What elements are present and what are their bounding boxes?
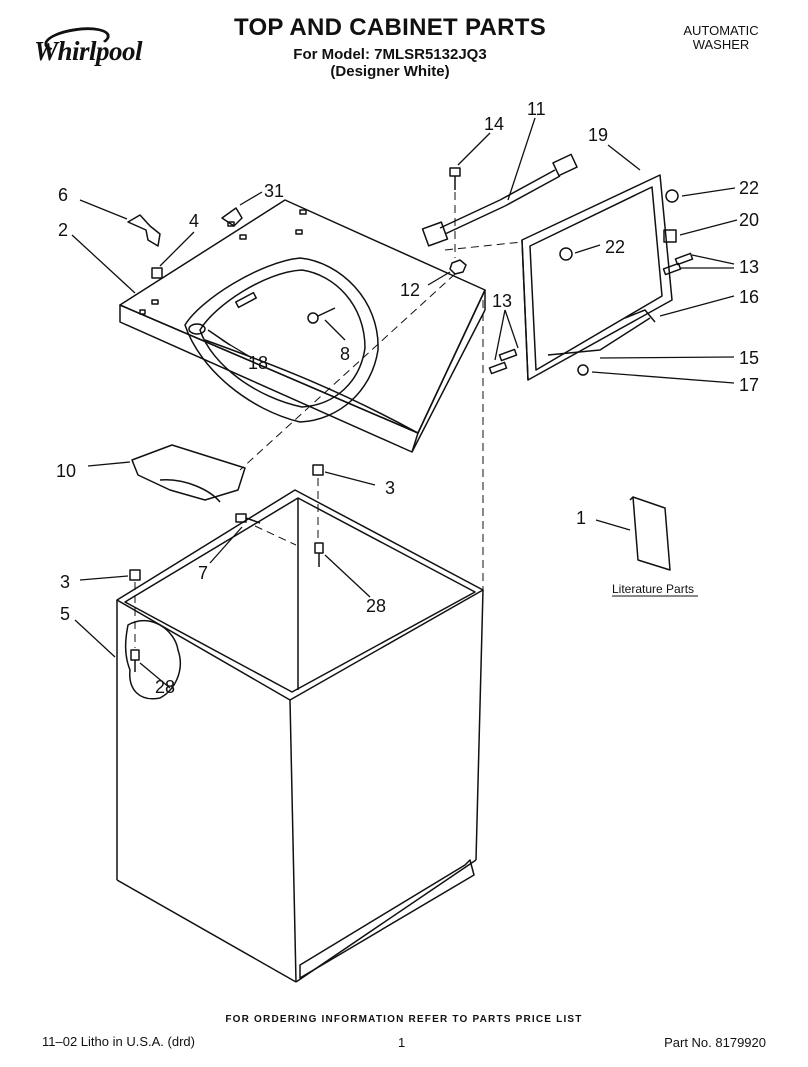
machine-line-1: AUTOMATIC: [683, 23, 759, 38]
screw-13-left-b: [488, 361, 508, 375]
callout-3-lower: 3: [60, 572, 70, 592]
callout-6: 6: [58, 185, 68, 205]
machine-type: AUTOMATIC WASHER: [660, 24, 782, 52]
callout-14: 14: [484, 114, 504, 134]
assembly-lines: [134, 192, 523, 648]
clip-part-3-upper: [312, 464, 324, 476]
tub-ring-edge: [204, 339, 419, 434]
bracket-part-10-curve: [159, 479, 221, 503]
callout-3-upper: 3: [385, 478, 395, 498]
part-22-lower: [559, 247, 573, 261]
harness-part-15: [547, 317, 651, 356]
callout-8: 8: [340, 344, 350, 364]
callout-15: 15: [739, 348, 759, 368]
model-info: For Model: 7MLSR5132JQ3 (Designer White): [240, 46, 540, 80]
part-22-upper: [665, 189, 679, 203]
screw-14: [449, 167, 461, 190]
console-frame-part: [521, 174, 673, 381]
literature-booklet: [629, 496, 671, 571]
screw-7: [235, 513, 261, 524]
callout-7: 7: [198, 563, 208, 583]
machine-line-2: WASHER: [692, 37, 750, 52]
screw-13-right-b: [662, 262, 682, 276]
callout-12: 12: [400, 280, 420, 300]
callout-11: 11: [527, 99, 546, 119]
callout-17: 17: [739, 375, 759, 395]
callout-22-upper: 22: [739, 178, 759, 198]
model-line: For Model: 7MLSR5132JQ3: [293, 46, 487, 63]
callout-20: 20: [739, 210, 759, 230]
screw-28-lower: [130, 649, 140, 672]
nut-12: [449, 259, 467, 275]
literature-parts-label: Literature Parts: [612, 582, 694, 596]
callout-28-upper: 28: [366, 596, 386, 616]
part-17: [577, 364, 589, 376]
screw-8: [307, 307, 336, 324]
leader-lines: [71, 117, 738, 689]
ordering-note: FOR ORDERING INFORMATION REFER TO PARTS …: [225, 1014, 583, 1025]
page-number: 1: [398, 1035, 406, 1050]
callout-22-lower: 22: [605, 237, 625, 257]
part-number: Part No. 8179920: [664, 1035, 766, 1050]
brand-name: Whirlpool: [34, 36, 143, 66]
callout-4: 4: [189, 211, 199, 231]
callout-13-right: 13: [739, 257, 759, 277]
cabinet-part: [116, 489, 484, 983]
callout-2: 2: [58, 220, 68, 240]
callout-13-left: 13: [492, 291, 512, 311]
clip-part-31: [221, 207, 243, 227]
bracket-part-6: [127, 214, 161, 247]
page-title: TOP AND CABINET PARTS: [233, 14, 547, 41]
switch-harness-part-11: [421, 153, 578, 247]
part-20: [663, 229, 677, 243]
clip-part-4: [151, 267, 163, 279]
callout-5: 5: [60, 604, 70, 624]
callout-16: 16: [739, 287, 759, 307]
bracket-part-10: [131, 444, 246, 501]
top-panel-part: [119, 199, 486, 453]
wire-part-16: [624, 309, 656, 323]
whirlpool-logo: Whirlpool: [34, 22, 184, 82]
callout-19: 19: [588, 125, 608, 145]
callout-labels: 1 2 3 3 4 5 6 7 8 10 11 12 13 13 14 15 1…: [56, 99, 759, 697]
screw-28-upper: [314, 542, 324, 567]
callout-28-lower: 28: [155, 677, 175, 697]
litho-info: 11–02 Litho in U.S.A. (drd): [42, 1034, 195, 1049]
callout-1: 1: [576, 508, 586, 528]
screw-13-right-a: [674, 252, 694, 266]
clip-part-3-lower: [129, 569, 141, 581]
callout-10: 10: [56, 461, 76, 481]
color-line: (Designer White): [330, 63, 450, 80]
callout-18: 18: [248, 353, 268, 373]
callout-31: 31: [264, 181, 284, 201]
screw-13-left-a: [498, 348, 518, 362]
